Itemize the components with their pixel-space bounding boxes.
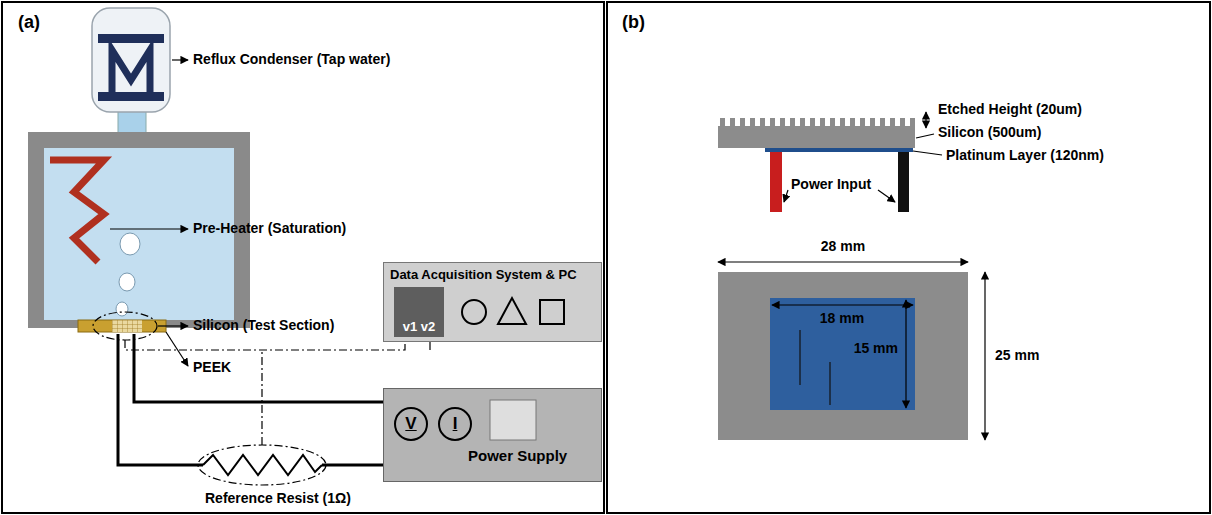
chip-top-view (718, 272, 968, 440)
panel-border (607, 2, 1210, 513)
part-label: PEEK (193, 359, 231, 376)
chip-side-view (718, 118, 915, 212)
power-supply-ground (383, 388, 602, 482)
signal-input-box: v1 v2 (394, 287, 444, 337)
power-supply-box: Power Supply V I (383, 388, 602, 482)
wires (118, 334, 383, 475)
leader-lines (784, 112, 942, 202)
part-label: Reflux Condenser (Tap water) (193, 51, 390, 68)
daq-ground (383, 262, 602, 342)
dimension-label: 15 mm (854, 340, 898, 357)
part-label: Pre-Heater (Saturation) (193, 220, 346, 237)
voltmeter-symbol: V (394, 407, 428, 441)
leader-lines (110, 60, 188, 366)
panel-letter: (a) (18, 12, 40, 34)
box-text: Power Supply (468, 447, 567, 465)
box-text: I (453, 414, 458, 434)
part-label: Silicon (Test Section) (193, 317, 334, 334)
panel-border (2, 2, 604, 513)
daq-symbols (462, 298, 564, 324)
display-panel (490, 400, 536, 440)
part-label: Silicon (500um) (938, 124, 1041, 141)
box-text: V (405, 414, 416, 434)
resistor-outline (198, 445, 326, 485)
dimension-arrows (718, 262, 985, 440)
dimension-label: 18 mm (820, 310, 864, 327)
part-label: Platinum Layer (120nm) (946, 147, 1104, 164)
part-label: Power Input (791, 176, 871, 193)
part-label: Reference Resist (1Ω) (205, 490, 351, 507)
box-text: Data Acquisition System & PC (390, 267, 577, 283)
box-text: v1 v2 (403, 319, 436, 335)
panel-letter: (b) (622, 12, 645, 34)
daq-box: Data Acquisition System & PC v1 v2 (383, 262, 602, 342)
dimension-label: 28 mm (821, 238, 865, 255)
part-label: Etched Height (20um) (938, 101, 1082, 118)
dimension-label: 25 mm (995, 347, 1039, 364)
reflux-condenser (92, 8, 170, 136)
ammeter-symbol: I (438, 407, 472, 441)
